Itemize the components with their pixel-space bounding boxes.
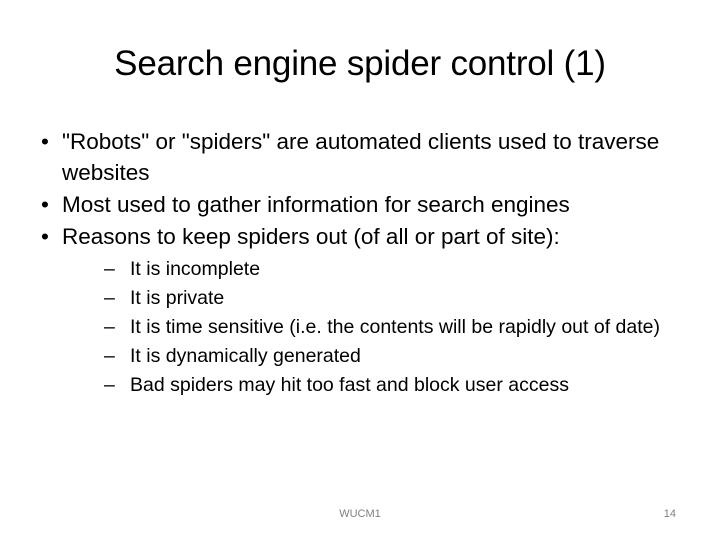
page-title: Search engine spider control (1): [114, 44, 606, 83]
bullet-point-icon: •: [41, 192, 49, 217]
list-item-text: "Robots" or "spiders" are automated clie…: [62, 129, 660, 185]
list-item: • Most used to gather information for se…: [30, 189, 678, 220]
sub-list-item: – It is time sensitive (i.e. the content…: [94, 313, 678, 342]
bullet-list-level2: – It is incomplete – It is private – It …: [62, 255, 678, 400]
dash-bullet-icon: –: [104, 316, 115, 338]
list-item-text: Most used to gather information for sear…: [62, 192, 570, 217]
list-item: • "Robots" or "spiders" are automated cl…: [30, 126, 678, 188]
list-item-text: Reasons to keep spiders out (of all or p…: [62, 224, 560, 249]
dash-bullet-icon: –: [104, 287, 115, 309]
sub-list-item: – Bad spiders may hit too fast and block…: [94, 371, 678, 400]
bullet-list-level1: • "Robots" or "spiders" are automated cl…: [30, 126, 678, 400]
sub-list-item-text: It is dynamically generated: [130, 345, 361, 367]
dash-bullet-icon: –: [104, 258, 115, 280]
slide-number: 14: [663, 508, 676, 520]
list-item: • Reasons to keep spiders out (of all or…: [30, 221, 678, 400]
sub-list-item-text: It is private: [130, 287, 225, 309]
sub-list-item: – It is private: [94, 284, 678, 313]
sub-list-item: – It is dynamically generated: [94, 342, 678, 371]
sub-list-item-text: It is time sensitive (i.e. the contents …: [130, 316, 660, 338]
bullet-point-icon: •: [41, 129, 49, 154]
dash-bullet-icon: –: [104, 345, 115, 367]
sub-list-item-text: It is incomplete: [130, 258, 261, 280]
bullet-point-icon: •: [41, 224, 49, 249]
sub-list-item: – It is incomplete: [94, 255, 678, 284]
dash-bullet-icon: –: [104, 374, 115, 396]
slide-body: • "Robots" or "spiders" are automated cl…: [30, 126, 678, 401]
sub-list-item-text: Bad spiders may hit too fast and block u…: [130, 374, 569, 396]
footer-note: WUCM1: [339, 508, 381, 520]
